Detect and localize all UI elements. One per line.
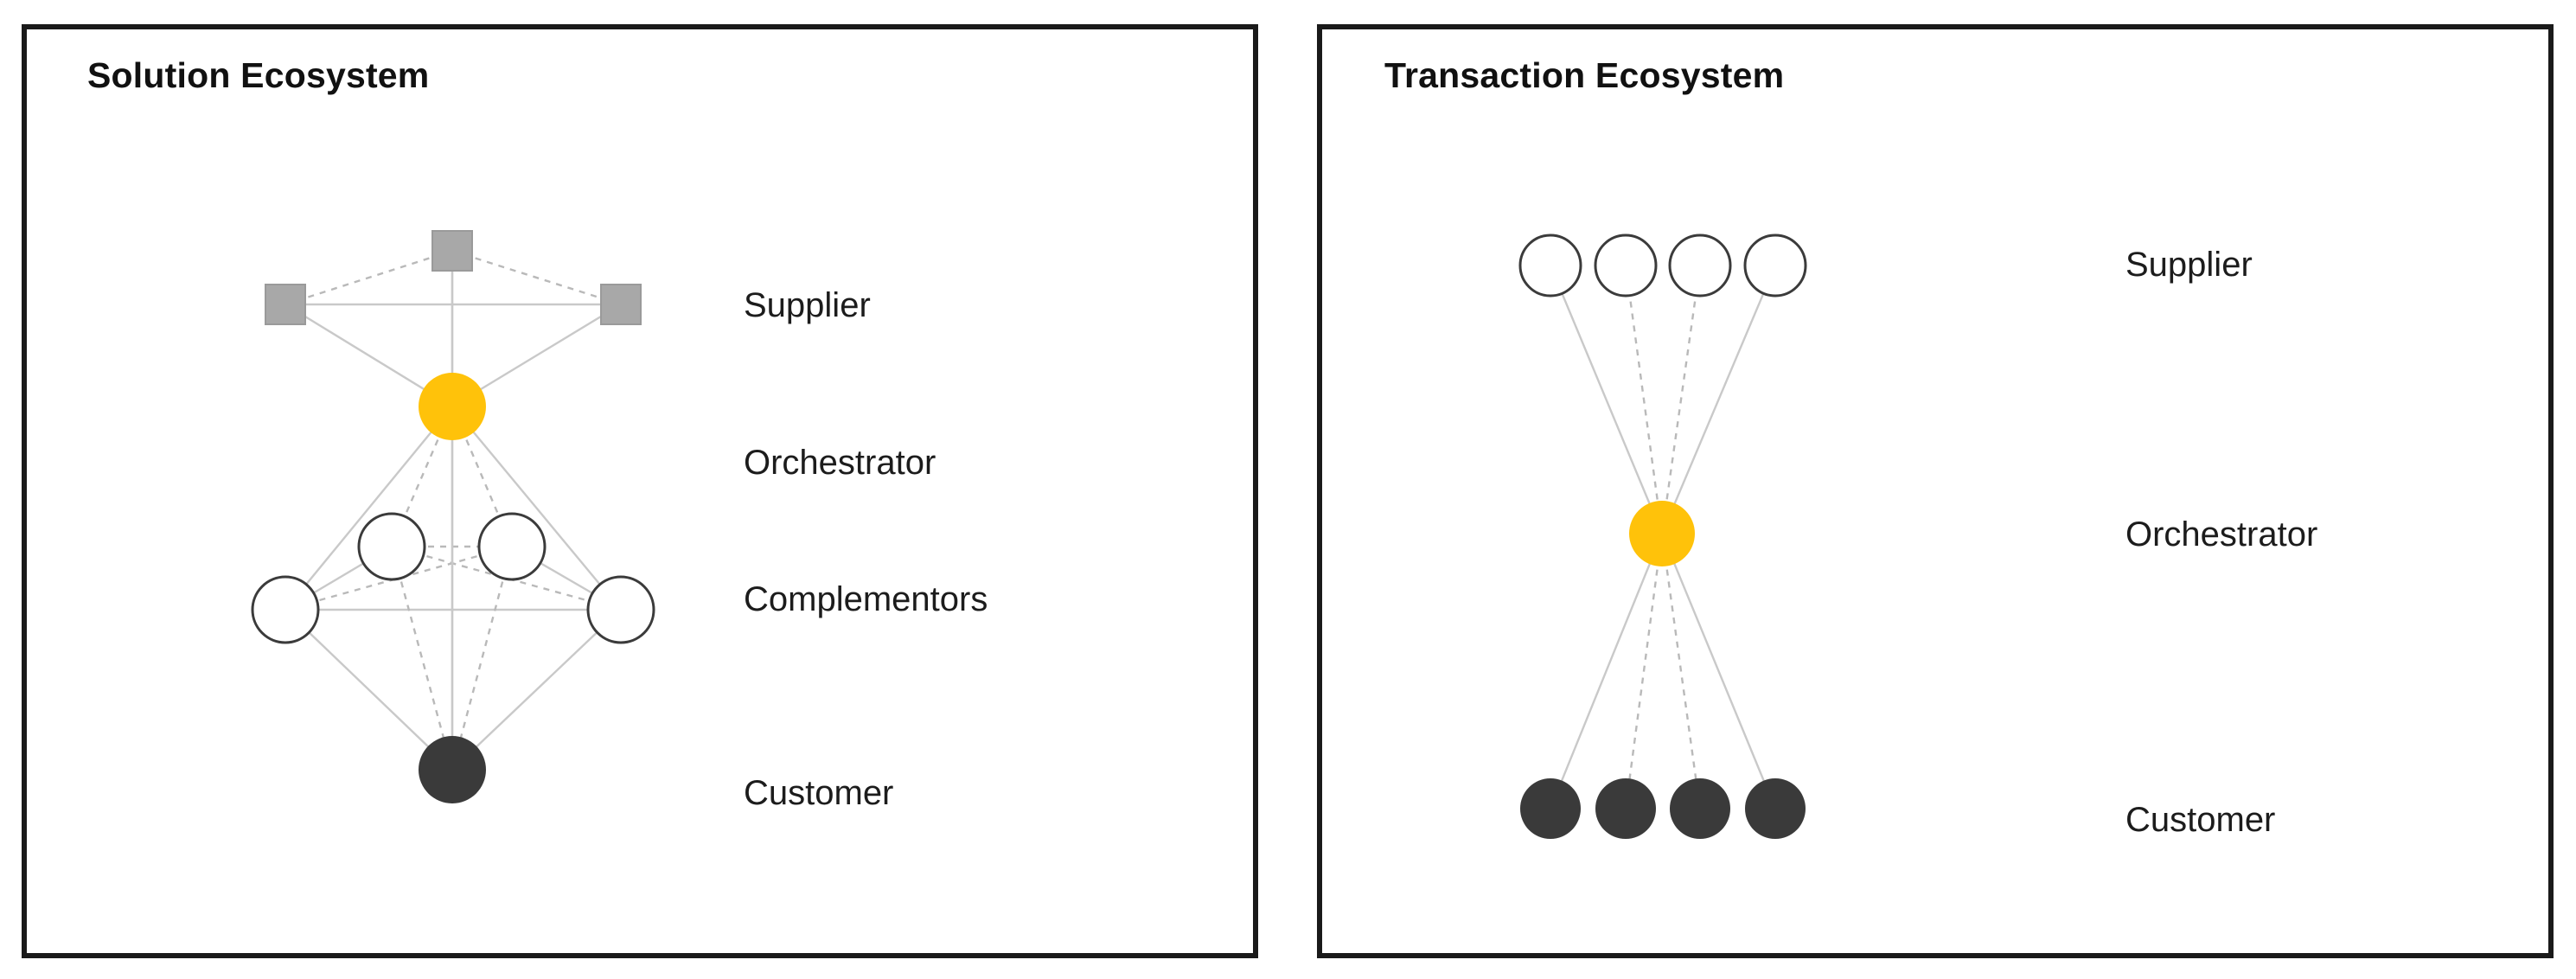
edge-c-in-right-to-c-out-left	[284, 545, 513, 611]
node-supplier-s-left	[265, 284, 306, 325]
edges-transaction	[1549, 265, 1777, 809]
edge-c-in-left-to-c-out-right	[391, 545, 622, 611]
nodes-solution	[251, 230, 655, 803]
node-orchestrator-orch	[419, 373, 486, 440]
edge-t-s3-to-t-orch	[1660, 265, 1702, 534]
edge-c-out-left-to-cust	[284, 609, 453, 771]
label-orchestrator-left: Orchestrator	[744, 444, 936, 482]
nodes-transaction	[1518, 234, 1807, 839]
edge-orch-to-c-out-left	[284, 406, 453, 611]
node-customer-t-c4	[1745, 778, 1806, 839]
panel-title-transaction: Transaction Ecosystem	[1384, 55, 1785, 95]
panel-transaction-ecosystem: Transaction Ecosystem	[1317, 24, 2554, 958]
label-supplier-left: Supplier	[744, 286, 871, 324]
node-complementor-c-out-right	[586, 575, 655, 644]
edge-t-s4-to-t-orch	[1660, 265, 1777, 534]
node-complementor-c-out-left	[251, 575, 320, 644]
label-complementors-left: Complementors	[744, 580, 988, 618]
node-supplier-s-right	[600, 284, 642, 325]
edge-t-s1-to-t-orch	[1549, 265, 1664, 534]
node-supplier-t-s3	[1668, 234, 1732, 298]
label-supplier-right: Supplier	[2125, 246, 2253, 284]
panel-solution-ecosystem: Solution Ecosystem	[22, 24, 1258, 958]
node-complementor-c-in-right	[477, 512, 547, 581]
node-customer-cust	[419, 736, 486, 803]
node-supplier-t-s2	[1594, 234, 1658, 298]
edge-s-top-to-s-right	[451, 249, 622, 306]
node-customer-t-c1	[1520, 778, 1581, 839]
edge-t-s2-to-t-orch	[1624, 265, 1664, 534]
node-supplier-t-s1	[1518, 234, 1582, 298]
edge-t-orch-to-t-c4	[1660, 533, 1777, 809]
node-customer-t-c2	[1595, 778, 1656, 839]
label-orchestrator-right: Orchestrator	[2125, 515, 2318, 553]
node-supplier-t-s4	[1743, 234, 1807, 298]
panel-title-solution: Solution Ecosystem	[87, 55, 430, 95]
edge-orch-to-c-out-right	[451, 406, 622, 611]
edge-t-orch-to-t-c1	[1549, 533, 1664, 809]
edge-s-top-to-s-left	[284, 249, 453, 306]
node-supplier-s-top	[431, 230, 473, 272]
label-customer-right: Customer	[2125, 801, 2276, 839]
node-complementor-c-in-left	[357, 512, 426, 581]
edge-t-orch-to-t-c2	[1624, 533, 1664, 809]
edge-t-orch-to-t-c3	[1660, 533, 1702, 809]
edge-c-in-right-to-cust	[451, 546, 514, 771]
edges-solution	[284, 249, 622, 771]
label-customer-left: Customer	[744, 774, 894, 812]
node-customer-t-c3	[1670, 778, 1730, 839]
edge-c-in-left-to-cust	[390, 546, 454, 771]
node-orchestrator-t-orch	[1629, 501, 1695, 566]
edge-c-out-right-to-cust	[451, 609, 622, 771]
